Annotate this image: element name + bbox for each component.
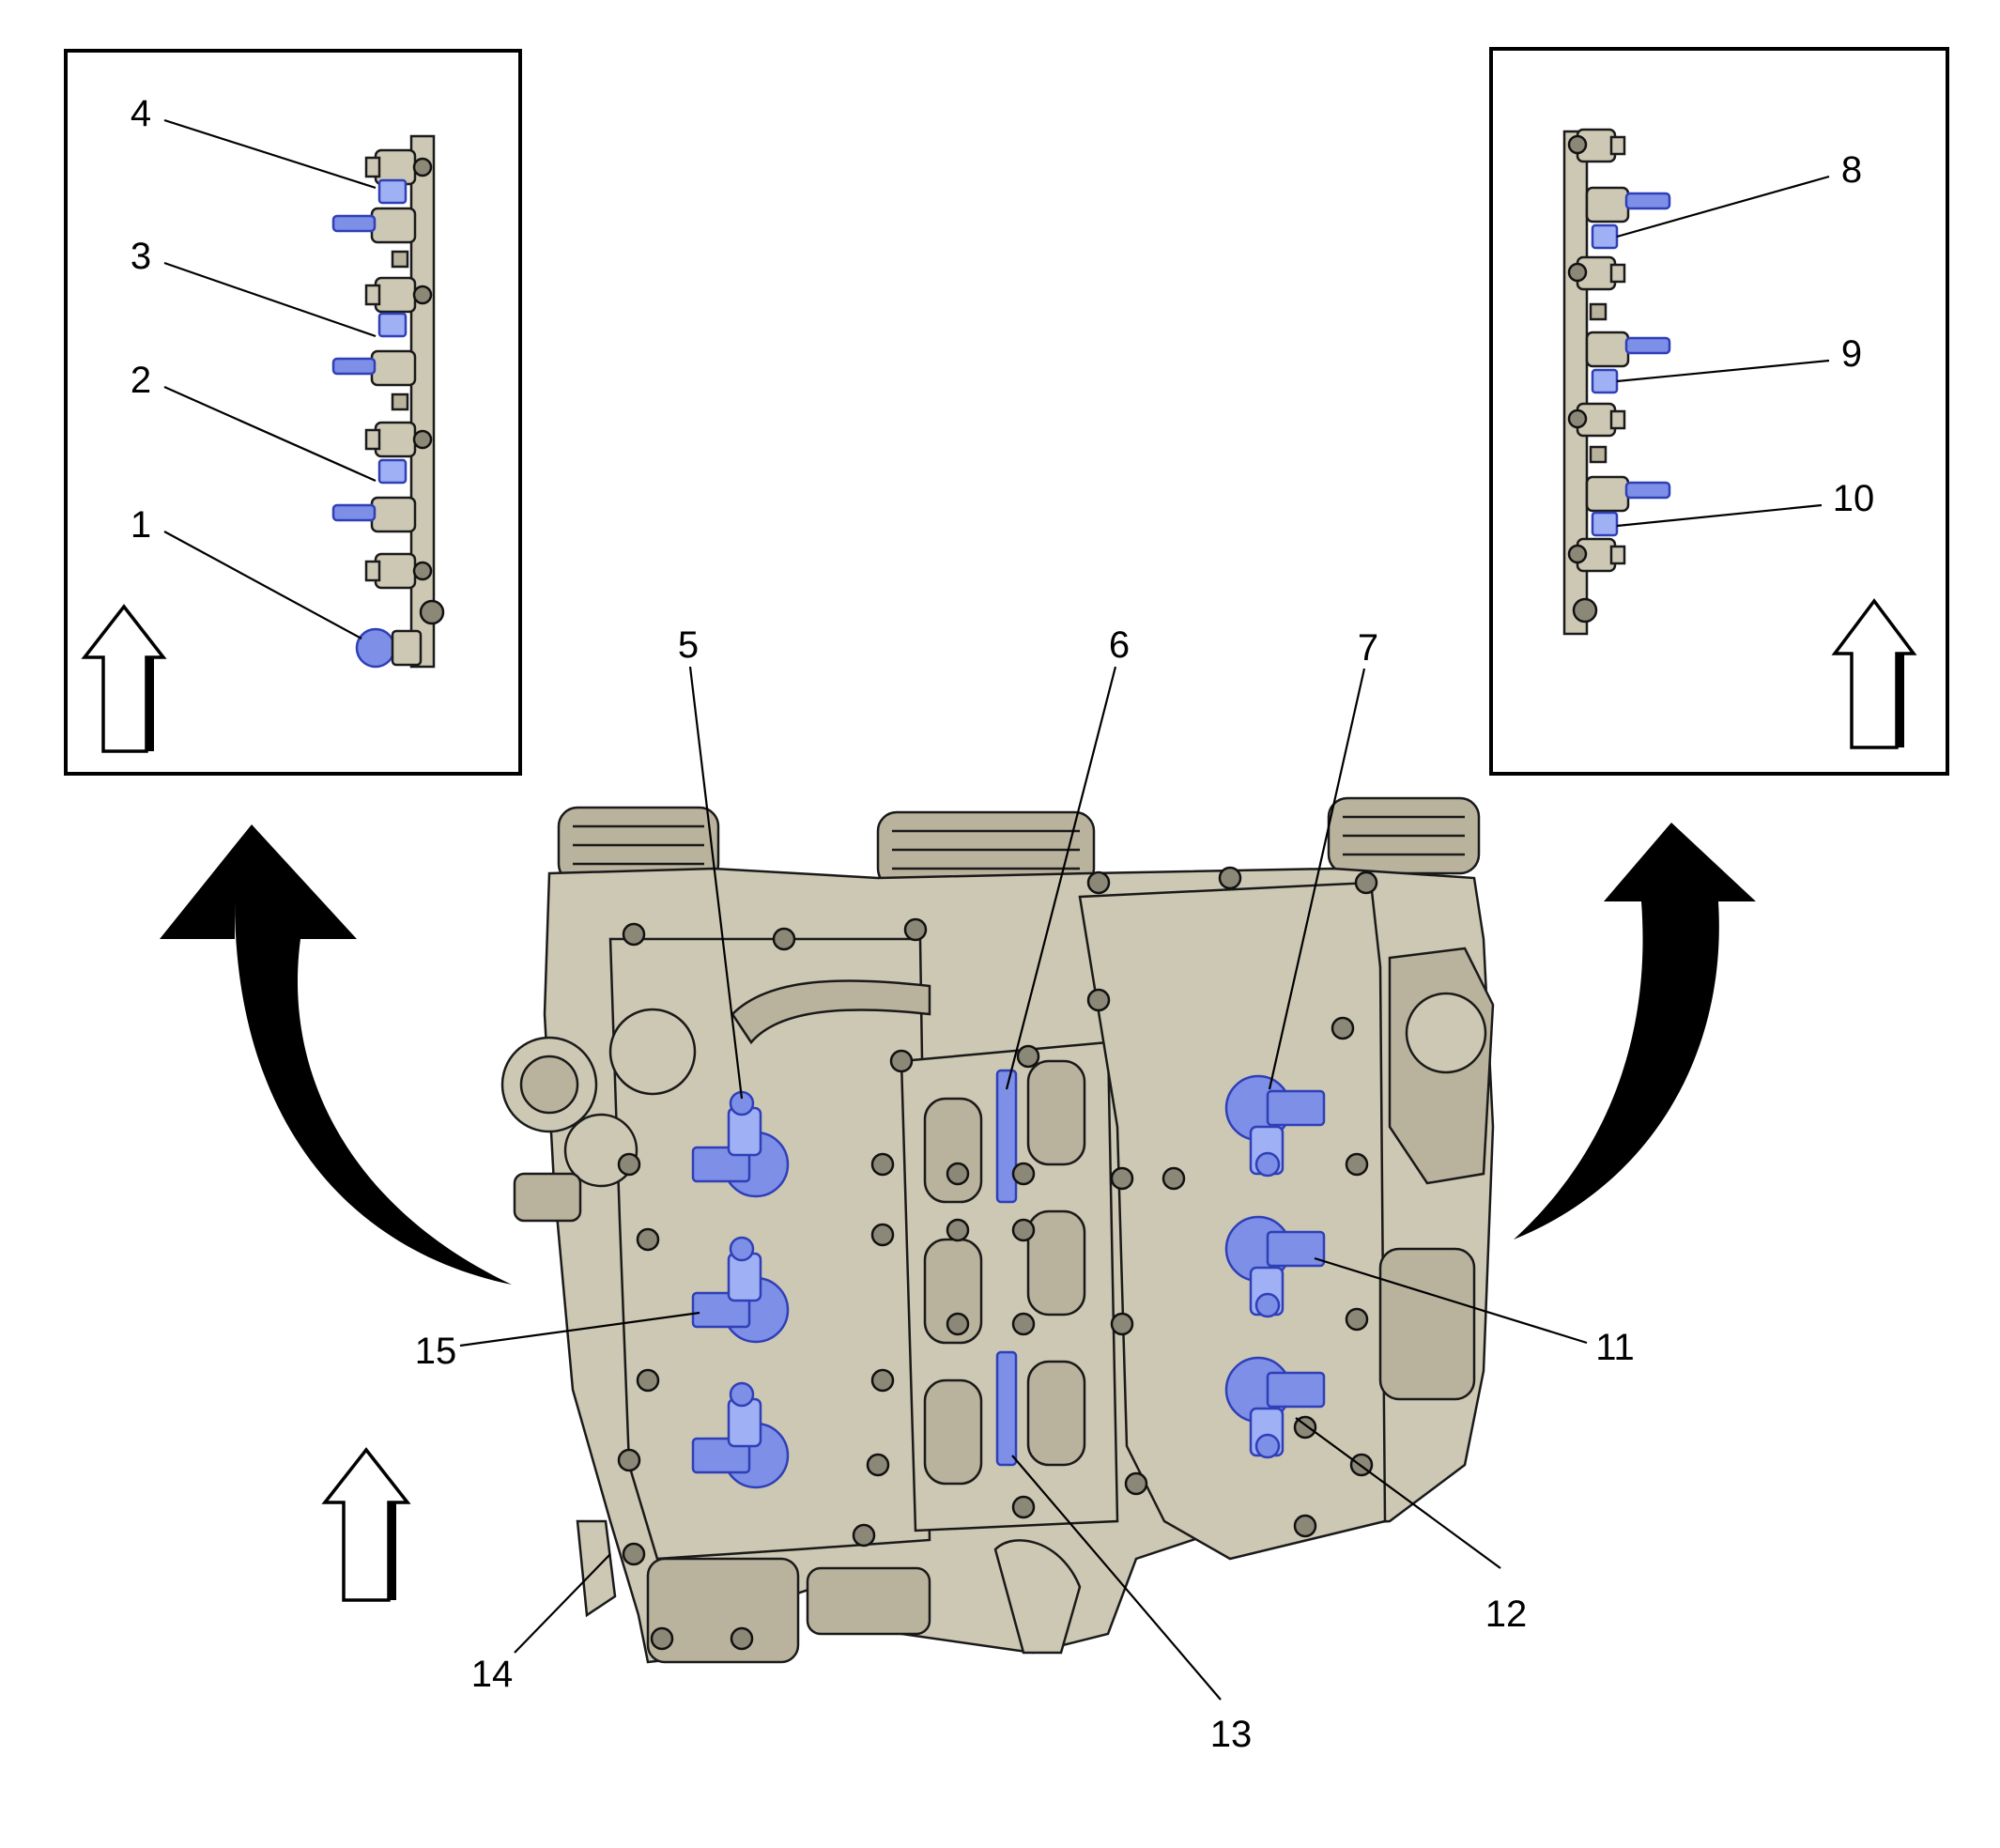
right-fuel-rail-inset: 8 9 10 — [1489, 47, 1949, 776]
left-injector-grey-1 — [364, 148, 433, 186]
callout-1: 1 — [131, 504, 151, 546]
right-coil-3 — [1224, 1356, 1326, 1459]
left-injector-blue-1 — [331, 178, 417, 244]
fuel-pressure-sensor — [355, 627, 396, 669]
left-injector-blue-3 — [331, 458, 417, 533]
curved-arrow-left-icon — [160, 824, 512, 1285]
main-callouts: 5 6 7 11 12 13 14 15 — [415, 624, 1635, 1755]
callout-7: 7 — [1358, 627, 1378, 669]
right-coil-2 — [1224, 1215, 1326, 1318]
right-injector-grey-4 — [1567, 537, 1626, 573]
left-coil-2 — [691, 1236, 790, 1344]
callout-8: 8 — [1841, 149, 1862, 191]
curved-arrow-right-icon — [1514, 823, 1756, 1240]
left-injector-grey-4 — [364, 552, 433, 590]
callout-15: 15 — [415, 1331, 457, 1372]
center-fuel-line-lower — [995, 1350, 1018, 1467]
callout-3: 3 — [131, 236, 151, 277]
callout-11: 11 — [1595, 1327, 1635, 1368]
center-intake-ports — [923, 1059, 1086, 1486]
right-injector-grey-1 — [1567, 128, 1626, 163]
oil-fill-cap — [608, 1008, 697, 1096]
left-valve-cover — [608, 937, 931, 1561]
left-injector-blue-2 — [331, 312, 417, 387]
left-injector-grey-2 — [364, 276, 433, 314]
coolant-pipe — [731, 979, 931, 1045]
right-injector-grey-2 — [1567, 255, 1626, 291]
center-fuel-line-upper — [995, 1069, 1018, 1204]
right-injector-blue-3 — [1585, 475, 1671, 537]
right-coil-1 — [1224, 1074, 1326, 1178]
callout-5: 5 — [678, 624, 699, 666]
left-rail-injectors — [331, 148, 445, 669]
callout-9: 9 — [1841, 333, 1862, 375]
left-bank-ignition-coils — [691, 1090, 790, 1489]
left-injector-grey-3 — [364, 421, 433, 458]
callout-13: 13 — [1210, 1714, 1253, 1755]
main-view-up-arrow-outline-icon — [321, 1447, 411, 1602]
callout-10: 10 — [1833, 478, 1875, 519]
callout-4: 4 — [131, 93, 151, 134]
engine-bolts — [617, 866, 1378, 1651]
callout-12: 12 — [1485, 1594, 1528, 1635]
left-inset-up-arrow-outline-icon — [81, 604, 167, 753]
left-coil-1 — [691, 1090, 790, 1198]
callout-6: 6 — [1109, 624, 1130, 666]
lower-center-bracket — [993, 1539, 1082, 1655]
right-injector-blue-2 — [1585, 331, 1671, 394]
right-injector-grey-3 — [1567, 402, 1626, 438]
right-bank-ignition-coils — [1224, 1074, 1326, 1459]
right-inset-up-arrow-outline-icon — [1831, 598, 1917, 749]
callout-14: 14 — [471, 1654, 514, 1695]
engine-assembly — [500, 796, 1495, 1664]
left-fuel-rail-inset: 4 3 2 1 — [64, 49, 522, 776]
lower-left-accessory — [646, 1557, 800, 1664]
right-rail-injectors — [1567, 128, 1671, 624]
left-coil-3 — [691, 1381, 790, 1489]
callout-2: 2 — [131, 360, 151, 401]
